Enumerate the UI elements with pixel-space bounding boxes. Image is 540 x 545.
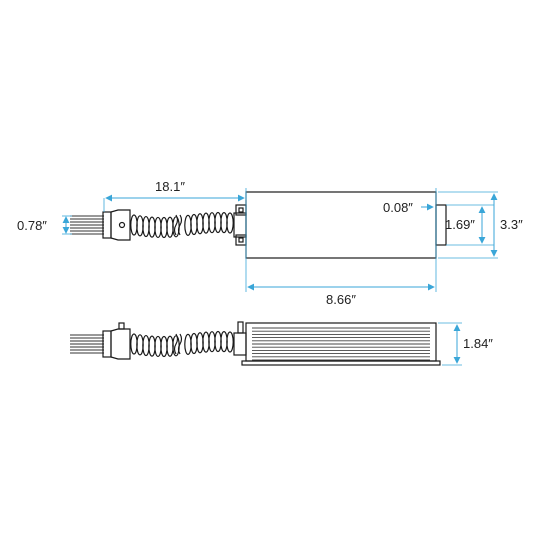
conduit-break-mark (173, 333, 179, 355)
conduit-ring (226, 212, 234, 234)
body-height-label: 1.84″ (463, 336, 493, 351)
top-cable-gland (110, 209, 131, 241)
dimension-body-height: 1.84″ (453, 324, 493, 364)
side-connector (102, 330, 112, 358)
side-base-flange (241, 360, 441, 366)
side-conduit (130, 330, 234, 358)
side-view (70, 321, 462, 366)
side-cable-gland (110, 328, 131, 360)
side-end-fitting (233, 332, 247, 356)
top-gland-screw (118, 221, 126, 229)
cable-length-label: 18.1″ (155, 179, 185, 194)
conduit-break-mark (177, 333, 183, 355)
flange-thickness-label: 0.08″ (383, 200, 413, 215)
side-mount-post (237, 321, 244, 334)
top-end-fitting (233, 212, 247, 238)
dimension-cable-length: 18.1″ (103, 179, 247, 212)
side-housing (245, 322, 437, 362)
mount-spacing-label: 1.69″ (445, 217, 475, 232)
wire-bundle-label: 0.78″ (17, 218, 47, 233)
top-view (70, 188, 447, 262)
body-length-label: 8.66″ (326, 292, 356, 307)
dimension-body-width: 3.3″ (438, 191, 523, 259)
top-connector (102, 211, 112, 239)
side-gland-screw (118, 322, 125, 330)
top-conduit (130, 211, 234, 239)
side-wire-bundle (70, 334, 104, 354)
body-width-label: 3.3″ (500, 217, 523, 232)
conduit-ring (226, 331, 234, 353)
dimension-flange-thickness: 0.08″ (383, 200, 434, 215)
dimension-mount-spacing: 1.69″ (445, 204, 494, 246)
conduit-break-mark (177, 214, 183, 236)
heatsink-fins (252, 327, 430, 361)
top-mounting-tabs (235, 204, 447, 246)
dimension-wire-bundle: 0.78″ (17, 215, 72, 235)
top-wire-bundle (70, 215, 104, 235)
conduit-break-mark (173, 214, 179, 236)
dimension-body-length: 8.66″ (245, 262, 437, 307)
